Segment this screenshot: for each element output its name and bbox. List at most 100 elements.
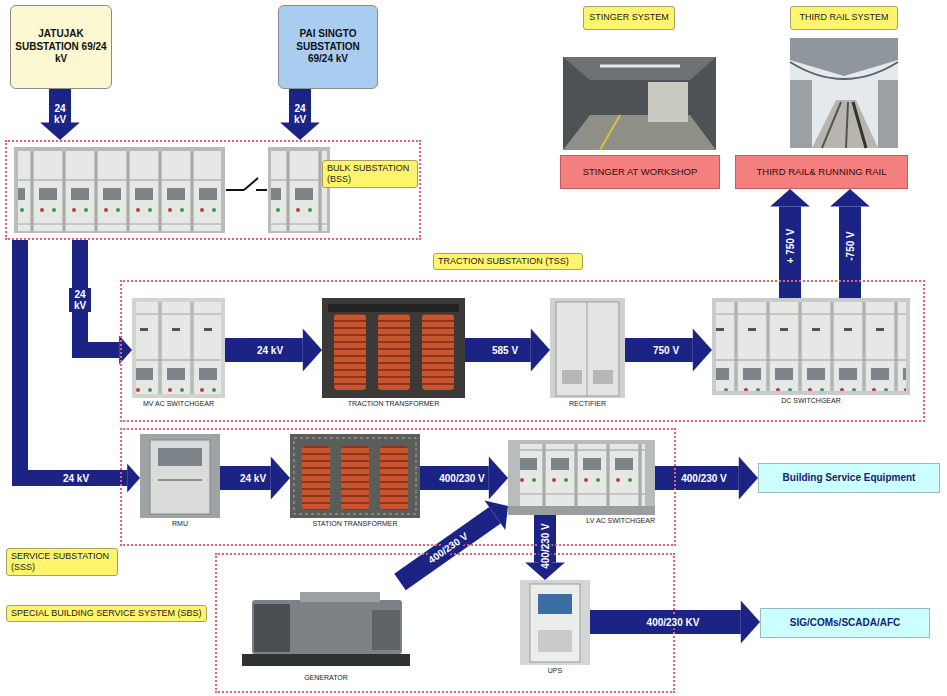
arrow-head [485, 500, 508, 529]
system-name: THIRD RAIL SYSTEM [799, 12, 888, 23]
switchgear-row [271, 151, 327, 231]
arrow-shaft [220, 466, 271, 490]
power-arrow [655, 456, 758, 499]
substation-name: JATUJAK SUBSTATION 69/24 kV [15, 28, 107, 66]
arrow-shaft [400, 515, 495, 582]
radiator [254, 604, 290, 652]
transformer-coil [380, 446, 408, 510]
arrow-head [127, 464, 140, 493]
photo-ground [140, 434, 220, 518]
switch-wire [226, 189, 244, 191]
equipment-caption: RMU [172, 520, 188, 528]
bus-coupler-switch [226, 178, 267, 190]
power-arrow [400, 500, 508, 582]
arrow-head [770, 189, 810, 207]
voltage-label: 24 kV [289, 102, 311, 126]
voltage-label: 400/230 V [539, 521, 552, 571]
photo-ground [508, 440, 655, 515]
equipment-photo: MV AC SWITCHGEAR [132, 298, 225, 398]
voltage-label: 585 V [490, 344, 520, 357]
ups-vent [538, 630, 572, 652]
equipment-photo: RMU [140, 434, 220, 518]
transformer-coil [334, 314, 366, 390]
arrow-shaft [655, 466, 739, 490]
track-bed [812, 100, 878, 148]
rectifier-photo [550, 298, 625, 398]
voltage-label: 400/230 V [437, 472, 487, 485]
switch-blade [244, 178, 258, 190]
equipment-caption: DC SWITCHGEAR [781, 397, 841, 405]
region-tag: TRACTION SUBSTATION (TSS) [433, 253, 583, 270]
switchgear-row [136, 302, 221, 394]
arrow-head [303, 328, 322, 371]
generator-body [252, 600, 402, 654]
system-tag: STINGER SYSTEM [583, 6, 675, 30]
photo-ground [14, 147, 225, 233]
voltage-label: 24 kV [49, 102, 71, 126]
photo-ground [322, 298, 465, 398]
arrow-head [739, 456, 758, 499]
arrow-shaft [225, 338, 303, 362]
substation-region: SERVICE SUBSTATION (SSS)RMUSTATION TRANS… [120, 428, 676, 546]
equipment-photo: GENERATOR [232, 582, 420, 672]
power-arrow [590, 600, 760, 643]
switchgear-row [520, 444, 645, 506]
substation-region: SPECIAL BUILDING SERVICE SYSTEM (SBS)GEN… [215, 553, 675, 693]
equipment-caption: RECTIFIER [569, 400, 606, 408]
power-arrow [525, 515, 565, 580]
load-box: Building Service Equipment [758, 463, 940, 493]
equipment-caption: GENERATOR [304, 674, 348, 682]
voltage-label: 400/230 V [424, 528, 472, 567]
region-tag: SERVICE SUBSTATION (SSS) [6, 548, 118, 576]
equipment-photo: STATION TRANSFORMER [290, 434, 420, 518]
photo-ground [790, 38, 898, 148]
switch-wire [256, 189, 267, 191]
equipment-caption: LV AC SWITCHGEAR [586, 517, 655, 525]
load-box: SIG/COMs/SCADA/AFC [760, 608, 930, 638]
power-arrow [465, 328, 550, 371]
floor [563, 115, 716, 150]
equipment-photo: UPS [520, 580, 590, 665]
photo-ground [550, 298, 625, 398]
rmu-panel [158, 448, 202, 466]
photo-ground [132, 298, 225, 398]
equipment-photo: LV AC SWITCHGEAR [508, 440, 655, 515]
arrow-shaft [779, 207, 801, 298]
arrow-head [489, 456, 508, 499]
power-arrow [225, 328, 322, 371]
transformer-coil [302, 446, 330, 510]
arrow-shaft [465, 338, 531, 362]
generator-base [242, 654, 410, 666]
arrow-head [741, 600, 760, 643]
voltage-label: -750 V [844, 229, 857, 262]
floor [508, 506, 655, 515]
equipment-caption: MV AC SWITCHGEAR [143, 400, 214, 408]
photo-ground [268, 147, 330, 233]
equipment-caption: STATION TRANSFORMER [312, 520, 397, 528]
load-name: Building Service Equipment [783, 472, 916, 485]
engine-top [300, 592, 380, 602]
voltage-label: 24 kV [69, 288, 91, 312]
roof-arch [790, 62, 898, 79]
voltage-label: 400/230 KV [645, 616, 702, 629]
traction-transformer-photo [322, 298, 465, 398]
equipment-photo: TRACTION TRANSFORMER [322, 298, 465, 398]
rmu-cabinet [150, 440, 210, 514]
photo-ground [712, 298, 910, 395]
arrow-shaft [625, 338, 693, 362]
light [600, 65, 680, 68]
arrow-shaft [20, 240, 127, 478]
arrow-head [693, 328, 712, 371]
substation-region: TRACTION SUBSTATION (TSS)MV AC SWITCHGEA… [120, 280, 925, 422]
voltage-label: 750 V [651, 344, 681, 357]
vent [562, 370, 582, 384]
core-frame [328, 304, 459, 312]
photo-ground [290, 434, 420, 518]
third-rail [853, 102, 866, 148]
transformer-coil [378, 314, 410, 390]
equipment-photo: RECTIFIER [550, 298, 625, 398]
